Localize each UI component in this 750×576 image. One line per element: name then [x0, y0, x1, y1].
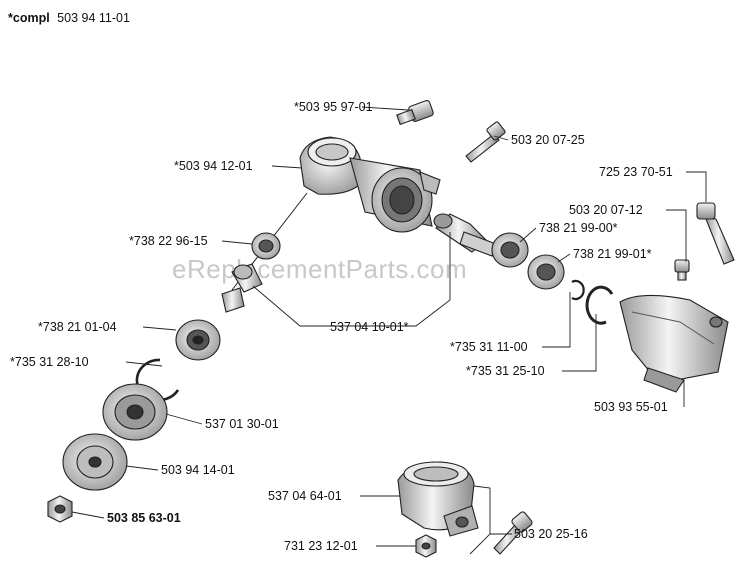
nut-731-23-12-01: [415, 534, 437, 558]
assembly-number: *compl 503 94 11-01: [8, 11, 130, 25]
label-l4: 725 23 70-51: [599, 165, 673, 179]
leader-l3: [271, 165, 303, 169]
label-l7: 738 21 99-00*: [539, 221, 618, 235]
cup-503-94-14-01: [62, 433, 128, 491]
circlip-735-31-11-00: [571, 279, 585, 301]
circlip-735-31-25-10: [585, 285, 614, 325]
screw-503-20-25-16: [493, 511, 533, 555]
leader-l7: [519, 227, 537, 243]
label-l18: 537 04 64-01: [268, 489, 342, 503]
label-l13: *735 31 25-10: [466, 364, 545, 378]
bearing-738-21-99-00: [491, 232, 529, 268]
leader-l1: [361, 106, 409, 111]
leader-clamp-bracket: [469, 485, 491, 555]
label-l16: 503 94 14-01: [161, 463, 235, 477]
leader-l9: [142, 326, 177, 331]
label-l19: 503 20 25-16: [514, 527, 588, 541]
screw-503-20-07-25: [465, 121, 506, 163]
label-l1: *503 95 97-01: [294, 100, 373, 114]
label-l2: 503 20 07-25: [511, 133, 585, 147]
label-l3: *503 94 12-01: [174, 159, 253, 173]
label-l6: *738 22 96-15: [129, 234, 208, 248]
screw-503-95-97-01: [396, 100, 434, 126]
leader-l13: [562, 314, 597, 372]
nut-503-85-63-01: [47, 495, 73, 523]
leader-l8: [557, 253, 571, 263]
guard-503-93-55-01: [619, 294, 729, 393]
label-l14: 537 01 30-01: [205, 417, 279, 431]
label-l15: 503 93 55-01: [594, 400, 668, 414]
pinion-537-04-10-01: [433, 213, 497, 257]
leader-l10: [252, 232, 451, 327]
bearing-738-21-01-04: [175, 319, 221, 361]
watermark-text: eReplacementParts.com: [172, 254, 467, 284]
label-l17: 503 85 63-01: [107, 511, 181, 525]
leader-l12: [125, 361, 163, 367]
leader-l2: [493, 135, 509, 141]
label-l10: 537 04 10-01*: [330, 320, 409, 334]
assembly-part-number: 503 94 11-01: [57, 11, 130, 25]
leader-l4: [686, 171, 707, 202]
leader-l16: [125, 465, 159, 471]
leader-l11: [542, 292, 571, 348]
screw-503-20-07-12: [674, 259, 690, 281]
bolt-725-23-70-51: [696, 202, 735, 265]
gear-housing-503-94-12-01: [299, 136, 441, 233]
label-l11: *735 31 11-00: [450, 340, 528, 354]
flange-537-01-30-01: [102, 383, 168, 441]
part-drawings: [47, 100, 735, 558]
part-labels: *503 95 97-01 503 20 07-25 *503 94 12-01…: [10, 100, 673, 553]
assembly-prefix: *compl: [8, 11, 50, 25]
bearing-738-22-96-15: [251, 232, 281, 260]
label-l5: 503 20 07-12: [569, 203, 643, 217]
label-l20: 731 23 12-01: [284, 539, 358, 553]
leader-l5: [666, 209, 687, 262]
leader-l6: [221, 240, 253, 245]
label-l8: 738 21 99-01*: [573, 247, 652, 261]
label-l9: *738 21 01-04: [38, 320, 117, 334]
leader-lines: [71, 106, 707, 555]
label-l12: *735 31 28-10: [10, 355, 89, 369]
leader-l14: [165, 413, 203, 425]
leader-l17: [71, 511, 105, 519]
clamp-537-04-64-01: [397, 461, 479, 537]
bearing-738-21-99-01: [527, 254, 565, 290]
output-gear: [221, 263, 263, 313]
